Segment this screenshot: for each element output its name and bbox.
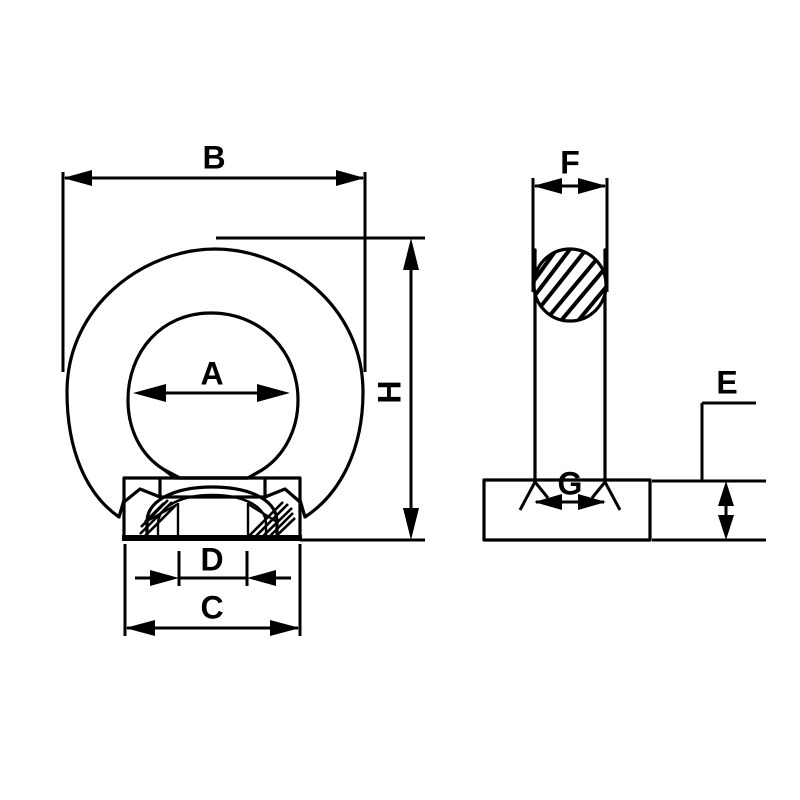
dimension-C-arrow-left	[125, 620, 155, 636]
dimension-A: A	[133, 355, 290, 402]
dimension-B-arrow-right	[336, 170, 365, 186]
dimension-A-label: A	[200, 355, 223, 391]
nut-thread-dome	[145, 485, 279, 539]
side-ring-top	[533, 248, 607, 254]
dimension-B-label: B	[202, 139, 225, 175]
shank-base-fillets	[518, 481, 622, 511]
dimension-D-arrow-left	[150, 570, 179, 586]
nut-bearing-face	[122, 535, 302, 541]
dimension-E-arrow-top	[718, 481, 734, 506]
dimension-D-arrow-right	[247, 570, 276, 586]
side-view-group: F G E	[482, 144, 766, 542]
dimension-G-arrow-right	[578, 494, 606, 510]
dimension-H: H	[216, 236, 425, 542]
dimension-G: G	[534, 465, 606, 510]
nut-upper-collar	[161, 467, 264, 480]
dimension-E: E	[652, 364, 766, 542]
dimension-G-arrow-left	[534, 494, 562, 510]
thread-block-right-frame	[246, 502, 279, 539]
nut-hex-body	[122, 487, 302, 541]
dimension-F-arrow-right	[578, 178, 607, 194]
dimension-B-arrow-left	[63, 170, 92, 186]
nut-thread-inner-arch	[156, 493, 268, 538]
dimension-C-label: C	[200, 589, 223, 625]
dimension-E-label: E	[716, 364, 737, 400]
front-view-group: B A H	[61, 139, 425, 636]
dimension-G-label: G	[558, 465, 583, 501]
dimension-A-arrow-left	[133, 384, 166, 402]
dimension-F: F	[531, 144, 609, 292]
dimension-B: B	[61, 139, 367, 372]
dimension-H-arrow-bottom	[403, 508, 419, 540]
thread-block-left-frame	[145, 502, 180, 539]
dimension-C: C	[123, 544, 302, 636]
dimension-E-arrow-bottom	[718, 515, 734, 540]
dimension-F-label: F	[560, 144, 580, 180]
dimension-F-arrow-left	[533, 178, 562, 194]
dimension-H-arrow-top	[403, 238, 419, 270]
dimension-D-label: D	[200, 541, 223, 577]
dimension-A-arrow-right	[257, 384, 290, 402]
dimension-D: D	[135, 541, 291, 586]
base-flange-plate	[482, 478, 652, 542]
dimension-H-label: H	[371, 380, 407, 403]
nut-collar-step	[158, 476, 267, 499]
dimension-C-arrow-right	[270, 620, 300, 636]
